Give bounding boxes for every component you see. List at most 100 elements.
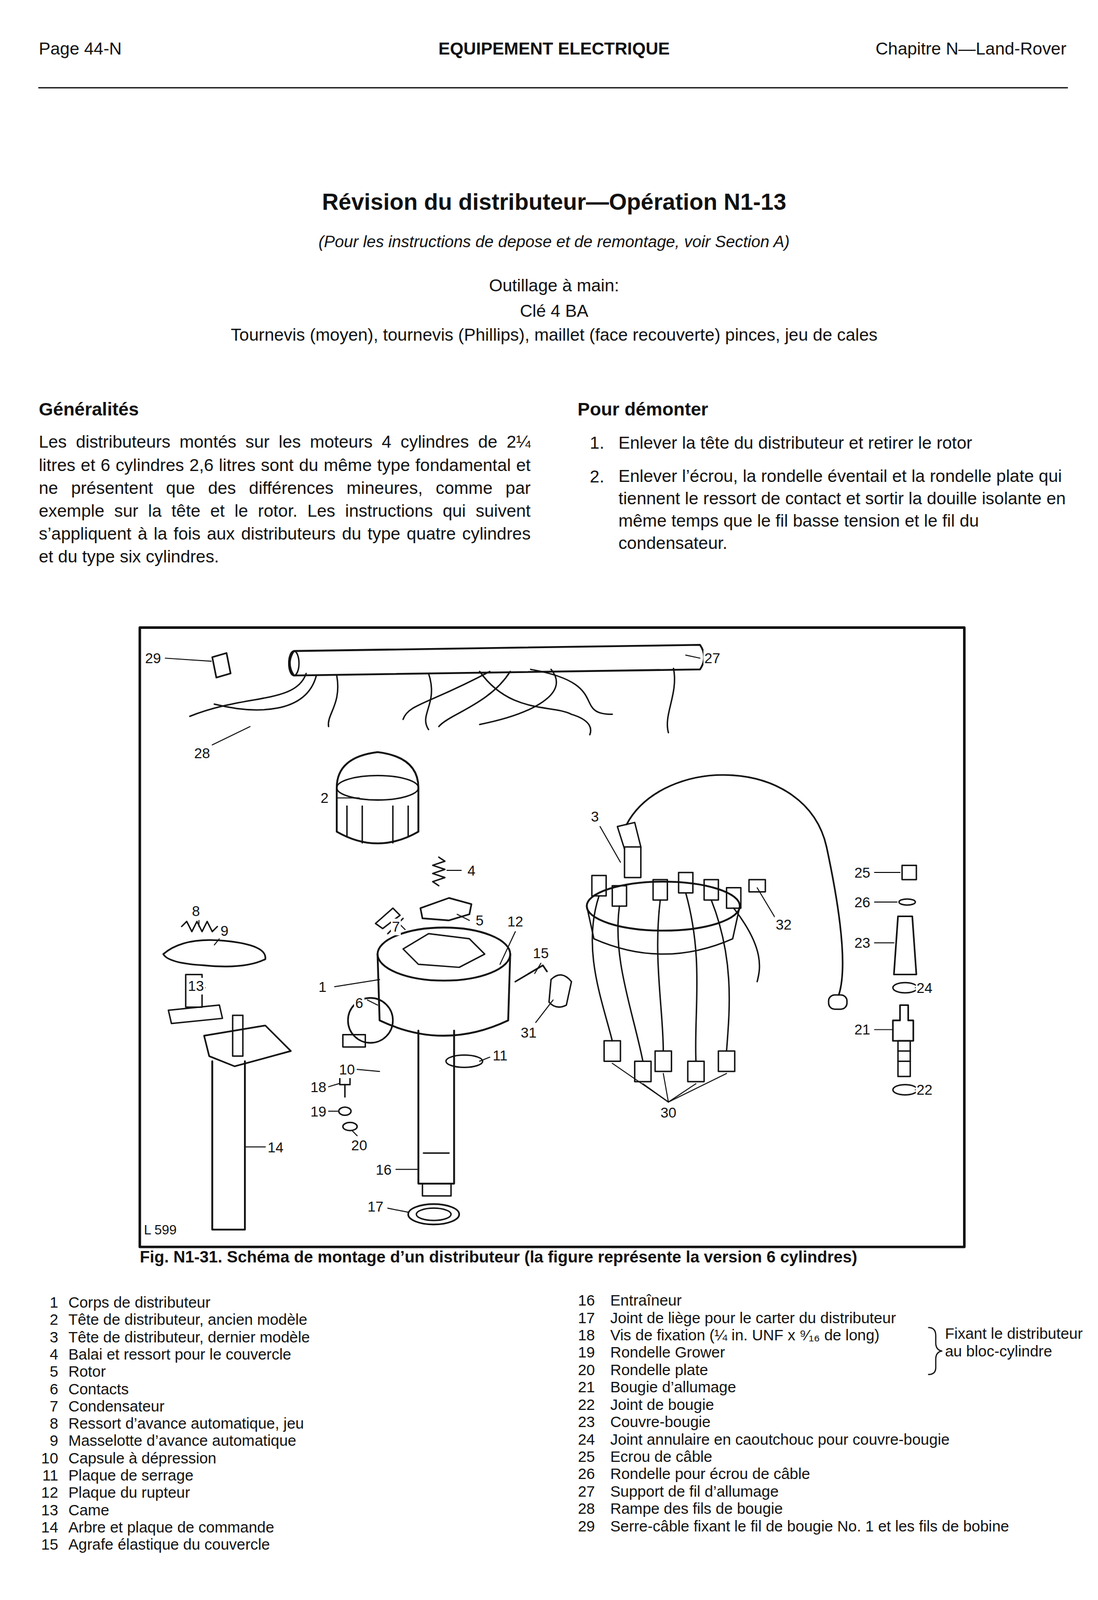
- page-header: EQUIPEMENT ELECTRIQUE: [438, 38, 670, 59]
- text-label: 1.: [589, 432, 605, 453]
- callout-number: 8: [191, 902, 201, 920]
- part-name: Couvre-bougie: [610, 1412, 711, 1431]
- page-title: Révision du distributeur—Opération N1-13: [321, 188, 786, 216]
- section-heading: Pour démonter: [577, 398, 709, 420]
- part-number: 13: [41, 1500, 59, 1519]
- callout-number: 31: [519, 1024, 538, 1041]
- part-number: 22: [577, 1395, 595, 1414]
- callout-number: 32: [774, 916, 793, 933]
- part-number: 3: [49, 1327, 59, 1346]
- part-name: Arbre et plaque de commande: [68, 1517, 275, 1536]
- callout-number: 11: [491, 1047, 509, 1064]
- part-number: 12: [41, 1483, 59, 1501]
- callout-number: 18: [309, 1078, 328, 1096]
- callout-number: 23: [853, 934, 872, 952]
- callout-number: 2: [319, 789, 330, 807]
- text-label: 2.: [589, 466, 605, 487]
- part-number: 4: [49, 1345, 59, 1363]
- part-name: Rampe des fils de bougie: [610, 1499, 783, 1517]
- part-name: Rondelle plate: [610, 1360, 708, 1379]
- part-number: 1: [49, 1293, 59, 1311]
- part-number: 23: [577, 1412, 595, 1431]
- page-header: Chapitre N—Land-Rover: [875, 38, 1067, 59]
- part-number: 17: [577, 1308, 595, 1327]
- callout-number: 9: [219, 922, 230, 940]
- text-label: Clé 4 BA: [519, 301, 589, 321]
- distributor-cap: [336, 751, 419, 844]
- part-number: 24: [577, 1430, 595, 1448]
- figure-frame: [139, 627, 965, 1247]
- part-number: 29: [577, 1516, 595, 1535]
- callout-number: 7: [390, 918, 401, 935]
- page-header: Page 44-N: [38, 38, 122, 59]
- part-name: Serre-câble fixant le fil de bougie No. …: [610, 1516, 1009, 1535]
- callout-number: 1: [317, 978, 328, 996]
- part-name: Contacts: [68, 1379, 129, 1398]
- spark-plug-parts: [892, 864, 918, 1095]
- part-name: Rotor: [68, 1362, 106, 1380]
- figure-caption: Fig. N1-31. Schéma de montage d’un distr…: [139, 1246, 977, 1267]
- text-label: Fixant le distributeur au bloc-cylindre: [944, 1324, 1084, 1360]
- callout-number: 25: [853, 864, 872, 881]
- part-name: Agrafe élastique du couvercle: [68, 1535, 270, 1553]
- figure-code: L 599: [143, 1222, 177, 1238]
- part-number: 28: [577, 1499, 595, 1517]
- callout-number: 13: [186, 977, 206, 995]
- part-number: 6: [49, 1379, 59, 1398]
- callout-number: 21: [853, 1021, 872, 1038]
- advance-mechanism: [163, 920, 291, 1229]
- text-label: Outillage à main:: [489, 275, 620, 296]
- part-name: Corps de distributeur: [68, 1293, 211, 1311]
- callout-number: 15: [531, 944, 550, 962]
- part-name: Rondelle Grower: [610, 1343, 725, 1361]
- part-number: 25: [577, 1447, 595, 1466]
- part-name: Ecrou de câble: [610, 1447, 713, 1466]
- callout-number: 3: [589, 808, 600, 825]
- part-name: Support de fil d’allumage: [610, 1482, 779, 1500]
- callout-number: 26: [853, 893, 872, 911]
- part-number: 7: [49, 1397, 59, 1415]
- part-name: Vis de fixation (¼ in. UNF x ⁹⁄₁₆ de lon…: [610, 1325, 880, 1344]
- part-number: 27: [577, 1482, 595, 1500]
- part-name: Joint de bougie: [610, 1395, 714, 1414]
- callout-number: 24: [915, 979, 934, 997]
- leader-lines: [165, 654, 918, 1212]
- part-name: Rondelle pour écrou de câble: [610, 1464, 810, 1483]
- part-number: 5: [49, 1362, 59, 1380]
- callout-number: 5: [474, 912, 485, 929]
- callout-number: 12: [506, 913, 525, 930]
- part-name: Balai et ressort pour le couvercle: [68, 1345, 292, 1363]
- part-number: 10: [41, 1448, 59, 1467]
- part-number: 14: [41, 1517, 59, 1536]
- callout-number: 10: [337, 1061, 357, 1078]
- part-number: 16: [577, 1291, 595, 1309]
- body-text: Enlever la tête du distributeur et retir…: [618, 432, 972, 453]
- body-text: Enlever l’écrou, la rondelle éventail et…: [618, 465, 1074, 554]
- rotor: [420, 897, 472, 920]
- callout-number: 30: [659, 1104, 678, 1121]
- callout-number: 29: [144, 649, 163, 667]
- part-number: 9: [49, 1431, 59, 1449]
- callout-number: 19: [309, 1103, 328, 1120]
- callout-number: 22: [915, 1081, 934, 1098]
- part-number: 2: [49, 1310, 59, 1328]
- part-name: Capsule à dépression: [68, 1448, 217, 1467]
- part-name: Plaque de serrage: [68, 1466, 194, 1484]
- header-rule: [38, 87, 1068, 89]
- part-number: 15: [41, 1535, 59, 1553]
- part-name: Bougie d’allumage: [610, 1377, 736, 1396]
- callout-number: 14: [266, 1139, 285, 1156]
- callout-number: 27: [703, 649, 722, 667]
- callout-number: 28: [193, 744, 212, 762]
- callout-number: 6: [354, 994, 364, 1012]
- part-number: 11: [42, 1466, 59, 1484]
- part-name: Ressort d’avance automatique, jeu: [68, 1414, 305, 1432]
- part-name: Entraîneur: [610, 1291, 682, 1309]
- part-name: Came: [68, 1500, 110, 1519]
- callout-number: 16: [374, 1161, 393, 1178]
- part-number: 21: [577, 1377, 595, 1396]
- part-number: 18: [577, 1325, 595, 1344]
- part-name: Masselotte d’avance automatique: [68, 1431, 297, 1449]
- callout-number: 4: [466, 862, 477, 879]
